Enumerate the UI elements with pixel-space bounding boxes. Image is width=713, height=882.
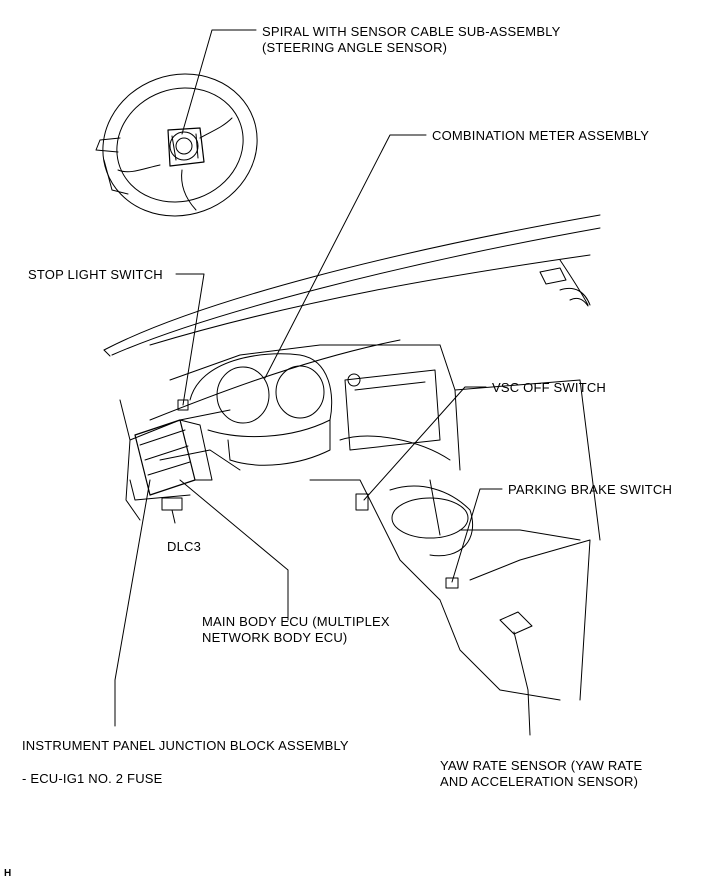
- label-vsc-off-switch: VSC OFF SWITCH: [492, 380, 607, 395]
- label-dlc3: DLC3: [167, 539, 202, 554]
- yaw-rate-sensor-drawing: [499, 611, 533, 635]
- label-combination-meter: COMBINATION METER ASSEMBLY: [432, 128, 650, 143]
- label-parking-brake-switch: PARKING BRAKE SWITCH: [508, 482, 673, 497]
- leader-lines: [114, 29, 531, 736]
- label-spiral-line1: SPIRAL WITH SENSOR CABLE SUB-ASSEMBLY: [262, 24, 561, 39]
- label-spiral-line2: (STEERING ANGLE SENSOR): [262, 40, 448, 55]
- figure-reference-code: H: [4, 868, 12, 879]
- label-main-body-ecu-line1: MAIN BODY ECU (MULTIPLEX: [202, 614, 390, 629]
- stop-light-switch-drawing: [177, 399, 189, 411]
- label-main-body-ecu-line2: NETWORK BODY ECU): [202, 630, 348, 645]
- label-yaw-rate-line1: YAW RATE SENSOR (YAW RATE: [440, 758, 643, 773]
- label-stop-light-switch: STOP LIGHT SWITCH: [28, 267, 163, 282]
- vsc-off-switch-drawing: [355, 493, 369, 511]
- label-fuse: - ECU-IG1 NO. 2 FUSE: [22, 771, 163, 786]
- junction-block-drawing: [129, 419, 213, 511]
- label-junction-block: INSTRUMENT PANEL JUNCTION BLOCK ASSEMBLY: [22, 738, 349, 753]
- parking-brake-switch-drawing: [445, 577, 459, 589]
- steering-wheel-drawing: [95, 73, 258, 217]
- dashboard-outline: [103, 214, 601, 701]
- label-yaw-rate-line2: AND ACCELERATION SENSOR): [440, 774, 639, 789]
